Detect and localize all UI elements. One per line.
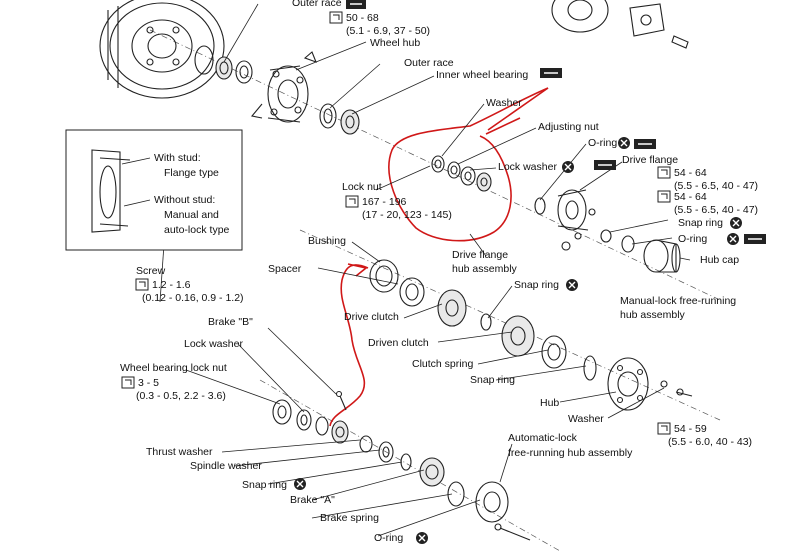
brake-rotor bbox=[99, 0, 225, 99]
label-outer-race-top: Outer race bbox=[292, 0, 342, 9]
label-clutch-spring: Clutch spring bbox=[412, 358, 473, 370]
label-outer-race: Outer race bbox=[404, 57, 454, 69]
bearing-parts bbox=[319, 103, 360, 135]
knuckle-part bbox=[551, 0, 689, 49]
red-circle-annotation bbox=[388, 87, 549, 242]
replace-x-icon bbox=[294, 478, 306, 490]
automatic-lock-parts bbox=[359, 435, 531, 541]
label-wheel-hub: Wheel hub bbox=[370, 37, 420, 49]
torque-top-2: (5.1 - 6.9, 37 - 50) bbox=[346, 25, 430, 37]
torque-bearing-nut-2: (0.3 - 0.5, 2.2 - 3.6) bbox=[136, 390, 226, 402]
label-drive-clutch: Drive clutch bbox=[344, 311, 399, 323]
torque-bearing-nut-1: 3 - 5 bbox=[138, 377, 159, 389]
label-o-ring-right: O-ring bbox=[678, 233, 707, 245]
torque-specs: 50 - 68 (5.1 - 6.9, 37 - 50) 167 - 196 (… bbox=[136, 12, 758, 448]
torque-locknut-2: (17 - 20, 123 - 145) bbox=[362, 209, 452, 221]
inset-with-stud-1: With stud: bbox=[154, 152, 201, 164]
label-snap-ring-mid: Snap ring bbox=[514, 279, 559, 291]
lower-left-parts bbox=[272, 390, 349, 444]
label-brake-spring: Brake spring bbox=[320, 512, 379, 524]
label-lock-nut: Lock nut bbox=[342, 181, 382, 193]
label-hub-cap: Hub cap bbox=[700, 254, 739, 266]
label-manual-lock-2: hub assembly bbox=[620, 309, 686, 321]
label-snap-ring-lower: Snap ring bbox=[470, 374, 515, 386]
label-adjusting-nut: Adjusting nut bbox=[538, 121, 599, 133]
label-lock-washer-top: Lock washer bbox=[498, 161, 557, 173]
label-screw: Screw bbox=[136, 265, 166, 277]
replace-x-icon bbox=[562, 161, 574, 173]
torque-flange-b-1: 54 - 64 bbox=[674, 191, 707, 203]
replace-x-icon bbox=[566, 279, 578, 291]
wheel-hub-part bbox=[250, 51, 317, 123]
label-inner-wheel-bearing: Inner wheel bearing bbox=[436, 69, 528, 81]
hub-cap-part bbox=[643, 239, 681, 273]
label-hub: Hub bbox=[540, 397, 559, 409]
replace-x-icon bbox=[618, 137, 630, 149]
torque-flange-a-2: (5.5 - 6.5, 40 - 47) bbox=[674, 180, 758, 192]
torque-wrench-icon bbox=[135, 278, 149, 291]
inset-without-stud-2: Manual and bbox=[164, 209, 219, 221]
torque-locknut-1: 167 - 196 bbox=[362, 196, 407, 208]
part-labels: Outer race Wheel hub Outer race Inner wh… bbox=[120, 0, 739, 544]
torque-wrench-icon bbox=[329, 11, 343, 24]
label-bushing: Bushing bbox=[308, 235, 346, 247]
outer-race-top-parts bbox=[194, 45, 253, 84]
inset-without-stud-1: Without stud: bbox=[154, 194, 215, 206]
label-drive-flange: Drive flange bbox=[622, 154, 678, 166]
label-drive-flange-hub-2: hub assembly bbox=[452, 263, 518, 275]
grease-icons bbox=[346, 0, 766, 244]
grease-icon bbox=[634, 139, 656, 149]
torque-wrench-icon bbox=[657, 190, 671, 203]
grease-icon bbox=[744, 234, 766, 244]
label-spindle-washer: Spindle washer bbox=[190, 460, 262, 472]
red-arrow-annotation bbox=[485, 87, 549, 135]
red-line-annotation bbox=[329, 264, 369, 427]
manual-lock-parts bbox=[369, 259, 693, 411]
label-brake-a: Brake "A" bbox=[290, 494, 335, 506]
torque-flange-b-2: (5.5 - 6.5, 40 - 47) bbox=[674, 204, 758, 216]
label-driven-clutch: Driven clutch bbox=[368, 337, 429, 349]
leader-lines bbox=[159, 3, 691, 537]
torque-screw-1: 1.2 - 1.6 bbox=[152, 279, 191, 291]
label-washer-lower: Washer bbox=[568, 413, 604, 425]
washer-nut-cluster bbox=[431, 155, 492, 192]
torque-hub-bolt-1: 54 - 59 bbox=[674, 423, 707, 435]
label-o-ring-bottom: O-ring bbox=[374, 532, 403, 544]
label-wheel-bearing-lock-nut: Wheel bearing lock nut bbox=[120, 362, 227, 374]
label-brake-b: Brake "B" bbox=[208, 316, 253, 328]
inset-with-stud-2: Flange type bbox=[164, 167, 219, 179]
replace-x-icon bbox=[416, 532, 428, 544]
label-thrust-washer: Thrust washer bbox=[146, 446, 213, 458]
label-lock-washer-left: Lock washer bbox=[184, 338, 243, 350]
label-automatic-lock-2: free-running hub assembly bbox=[508, 447, 633, 459]
torque-hub-bolt-2: (5.5 - 6.0, 40 - 43) bbox=[668, 436, 752, 448]
stud-inset: With stud: Flange type Without stud: Man… bbox=[65, 129, 243, 251]
label-manual-lock-1: Manual-lock free-running bbox=[620, 295, 736, 307]
torque-flange-a-1: 54 - 64 bbox=[674, 167, 707, 179]
label-washer-top: Washer bbox=[486, 97, 522, 109]
replace-x-icons bbox=[294, 137, 742, 544]
label-drive-flange-hub-1: Drive flange bbox=[452, 249, 508, 261]
torque-wrench-icon bbox=[657, 422, 671, 435]
grease-icon bbox=[540, 68, 562, 78]
torque-wrench-icon bbox=[345, 195, 359, 208]
torque-wrench-icon bbox=[121, 376, 135, 389]
grease-icon bbox=[594, 160, 616, 170]
label-o-ring-top: O-ring bbox=[588, 137, 617, 149]
replace-x-icon bbox=[727, 233, 739, 245]
label-spacer: Spacer bbox=[268, 263, 302, 275]
inset-without-stud-3: auto-lock type bbox=[164, 224, 230, 236]
label-automatic-lock-1: Automatic-lock bbox=[508, 432, 578, 444]
torque-top-1: 50 - 68 bbox=[346, 12, 379, 24]
grease-icon bbox=[346, 0, 366, 9]
replace-x-icon bbox=[730, 217, 742, 229]
red-tick-annotation bbox=[347, 263, 368, 277]
torque-wrench-icons bbox=[121, 11, 671, 435]
drive-flange-part bbox=[534, 189, 635, 253]
torque-wrench-icon bbox=[657, 166, 671, 179]
torque-screw-2: (0.12 - 0.16, 0.9 - 1.2) bbox=[142, 292, 244, 304]
label-snap-ring-bottom: Snap ring bbox=[242, 479, 287, 491]
label-snap-ring-right: Snap ring bbox=[678, 217, 723, 229]
